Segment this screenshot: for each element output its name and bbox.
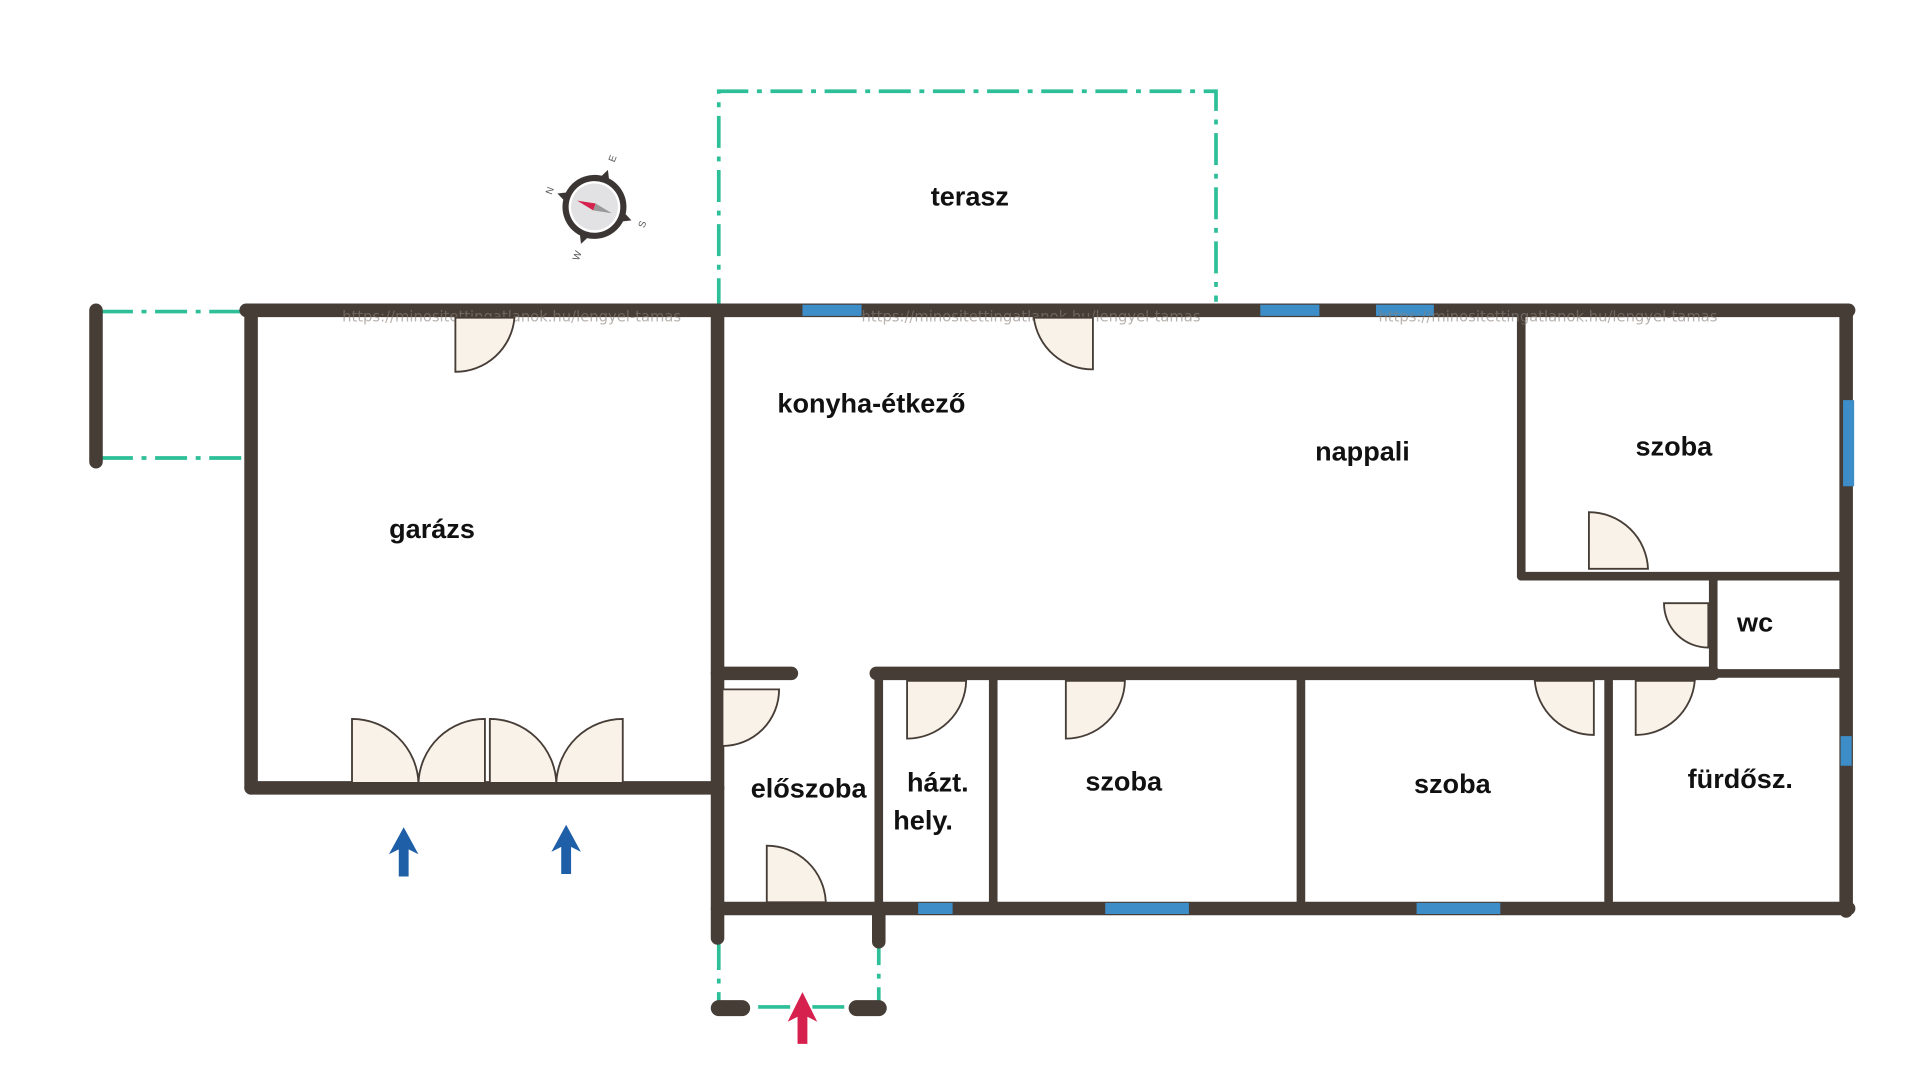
- room-label-haztartasi-1: házt.: [907, 767, 969, 798]
- door-haztartasi: [906, 679, 968, 740]
- svg-text:N: N: [544, 186, 557, 196]
- room-label-nappali: nappali: [1315, 435, 1410, 466]
- door-szoba-top: [1588, 511, 1649, 570]
- room-label-szoba-3: szoba: [1414, 768, 1492, 799]
- room-label-terasz: terasz: [931, 181, 1009, 212]
- outdoor-outlines: [100, 89, 1218, 1009]
- door-entrance: [765, 844, 827, 904]
- door-terrace: [1032, 316, 1094, 371]
- garage-entry-arrow-icon: [388, 827, 419, 877]
- room-labels: terasz konyha-étkező nappali szoba garáz…: [389, 181, 1793, 836]
- door-eloszoba: [721, 688, 781, 747]
- room-label-konyha: konyha-étkező: [777, 387, 965, 418]
- door-szoba-2: [1064, 679, 1126, 740]
- room-label-garazs: garázs: [389, 513, 475, 544]
- garage-entry-arrow-icon: [551, 824, 581, 874]
- walls: [89, 303, 1856, 1017]
- door-szoba-3: [1533, 679, 1595, 736]
- svg-text:W: W: [571, 249, 585, 262]
- door-garage-top: [454, 316, 516, 373]
- svg-text:E: E: [607, 153, 620, 163]
- garage-door-2: [488, 717, 624, 784]
- watermark: https://minositettingatlanok.hu/lengyel-…: [342, 308, 1717, 325]
- room-label-furdo: fürdősz.: [1688, 763, 1793, 794]
- svg-text:S: S: [637, 219, 650, 229]
- doors: [351, 316, 1710, 904]
- room-label-wc: wc: [1736, 607, 1773, 638]
- main-entry-arrow-icon: [787, 992, 818, 1044]
- room-label-szoba-2: szoba: [1085, 765, 1163, 796]
- garage-door-1: [351, 717, 486, 784]
- svg-text:https://minositettingatlanok.h: https://minositettingatlanok.hu/lengyel-…: [1378, 308, 1717, 325]
- room-label-eloszoba: előszoba: [751, 773, 868, 804]
- svg-text:https://minositettingatlanok.h: https://minositettingatlanok.hu/lengyel-…: [862, 308, 1201, 325]
- room-label-haztartasi-2: hely.: [893, 805, 953, 836]
- entrance-outline: [716, 938, 881, 1009]
- door-wc: [1663, 602, 1710, 649]
- door-furdo: [1634, 679, 1696, 736]
- windows: [802, 304, 1855, 915]
- terrace-outline: [716, 89, 1218, 311]
- compass-icon: N E S W: [544, 153, 650, 262]
- room-label-szoba-1: szoba: [1635, 431, 1713, 462]
- entry-arrows: [388, 824, 818, 1044]
